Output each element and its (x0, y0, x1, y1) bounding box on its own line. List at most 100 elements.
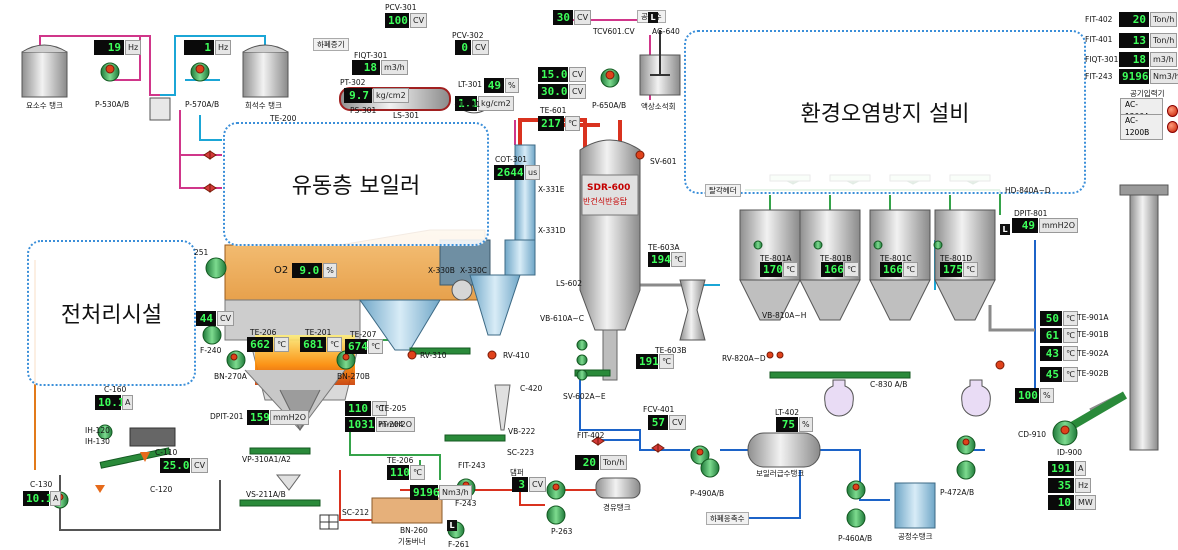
label-p-472: P-472A/B (940, 488, 975, 497)
label-f-240: F-240 (200, 346, 222, 355)
label-te-206b: TE-206 (387, 456, 414, 465)
label-te-205: TE-205 (380, 404, 407, 413)
label-fiqt-301: FIQT-301 (354, 51, 388, 60)
label-p-650: P-650A/B (592, 101, 627, 110)
boiler-zone[interactable]: 유동층 보일러 (223, 122, 489, 246)
label-vb-222: VB-222 (508, 427, 536, 436)
label-lt-402: LT-402 (775, 408, 800, 417)
label-hadong-water: 하폐응축수 (706, 512, 749, 525)
label-ih-120: IH-120 (85, 426, 110, 435)
label-air-inlet: 공기입력기 (1130, 89, 1165, 98)
label-f-243: F-243 (455, 499, 477, 508)
label-sdr-600: SDR-600 (587, 183, 631, 193)
label-pt-302: PT-302 (340, 78, 366, 87)
label-sv-601: SV-601 (650, 157, 677, 166)
label-tcv-601: TCV601.CV (593, 27, 635, 36)
label-rv-310: RV-310 (420, 351, 447, 360)
te-801a-display: 170℃ (760, 262, 798, 277)
label-bn-270b: BN-270B (337, 372, 370, 381)
label-bn-270a: BN-270A (214, 372, 247, 381)
label-vs-211: VS-211A/B (246, 490, 286, 499)
label-vp-310: VP-310A1/A2 (242, 455, 291, 464)
label-te-801d: TE-801D (940, 254, 973, 263)
label-tal-header: 탈각헤더 (705, 184, 741, 197)
label-lt-301: LT-301 (458, 80, 483, 89)
pump-p-570[interactable] (188, 60, 212, 84)
label-fit-401-r: FIT-401 (1085, 35, 1113, 44)
label-x-331d: X-331D (538, 226, 566, 235)
te-207-display: 674℃ (345, 339, 383, 354)
te-902a-display: 43℃ (1040, 346, 1078, 361)
label-c-130: C-130 (30, 480, 53, 489)
level-marker-ag640[interactable]: L (648, 12, 658, 23)
pump-p-490[interactable] (688, 443, 718, 477)
label-dpit-201: DPIT-201 (210, 412, 244, 421)
label-c-420: C-420 (520, 384, 543, 393)
pump-p-460[interactable] (844, 478, 870, 528)
label-pcv-302: PCV-302 (452, 31, 484, 40)
pump-p-530[interactable] (98, 60, 122, 84)
te-205-display: 110℃ (345, 401, 387, 416)
level-marker-filter[interactable]: L (1000, 224, 1010, 235)
ac-1200b-control[interactable]: AC-1200B (1120, 114, 1178, 140)
label-ih-130: IH-130 (85, 437, 110, 446)
label-boiler-water: 보일러급수탱크 (756, 469, 805, 478)
level-marker-burner[interactable]: L (447, 520, 457, 531)
pump-p-472[interactable] (954, 433, 980, 481)
label-c-830: C-830 A/B (870, 380, 908, 389)
te-205b-display: 110℃ (387, 465, 425, 480)
label-fit-243-b: FIT-243 (458, 461, 486, 470)
label-pt-301: PT-301 (455, 100, 481, 109)
label-c-160: C-160 (104, 385, 127, 394)
lt-402-display: 75% (776, 417, 813, 432)
fan-id-900[interactable] (1051, 418, 1079, 446)
te-902b-display: 45℃ (1040, 367, 1078, 382)
environment-zone[interactable]: 환경오염방지 설비 (684, 30, 1086, 194)
label-te-801a: TE-801A (760, 254, 792, 263)
ac-1200b-status-lamp[interactable] (1167, 121, 1178, 133)
label-hada-steam: 하폐증기 (313, 38, 349, 51)
label-te-902a: TE-902A (1077, 349, 1109, 358)
te-901a-display: 50℃ (1040, 311, 1078, 326)
label-te-207: TE-207 (350, 330, 377, 339)
label-sdr-name: 반건식반응탑 (583, 197, 628, 206)
te-801d-display: 175℃ (940, 262, 978, 277)
te-201-display: 681℃ (300, 337, 342, 352)
reactor-sdr-600[interactable] (580, 150, 640, 330)
label-te-902b: TE-902B (1077, 369, 1109, 378)
label-n251: 251 (194, 248, 209, 257)
pump-p-650[interactable] (598, 66, 622, 90)
label-bn-260: BN-260 (400, 526, 428, 535)
label-fit-402-b: FIT-402 (577, 431, 605, 440)
label-p-490: P-490A/B (690, 489, 725, 498)
label-c-120: C-120 (150, 485, 173, 494)
te-603a-display: 194℃ (648, 252, 686, 267)
te-801c-display: 166℃ (880, 262, 918, 277)
label-te-206: TE-206 (250, 328, 277, 337)
boiler-zone-title: 유동층 보일러 (291, 174, 421, 199)
label-vb-610: VB-610A~C (540, 314, 584, 323)
label-sc-212: SC-212 (342, 508, 370, 517)
label-fcv-401: FCV-401 (643, 405, 675, 414)
pretreatment-zone[interactable]: 전처리시설 (27, 240, 196, 386)
label-te-603b: TE-603B (655, 346, 687, 355)
label-sv-602: SV-602A~E (563, 392, 606, 401)
